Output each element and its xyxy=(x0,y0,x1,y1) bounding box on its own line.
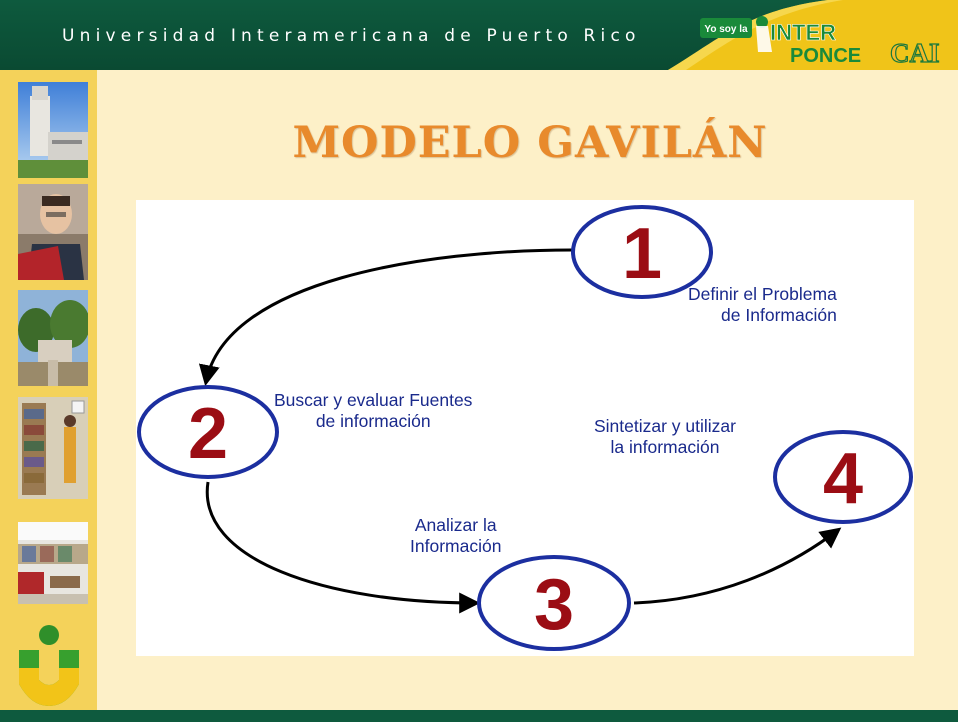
diagram-panel: 1 2 3 4 Definir el Problema de Informaci… xyxy=(136,200,914,656)
step-label-3-line-1: Analizar la xyxy=(414,515,497,535)
logo-inter: INTER xyxy=(770,20,836,45)
step-label-1-line-1: Definir el Problema xyxy=(688,284,837,304)
step-label-3: Analizar la Información xyxy=(410,515,501,557)
step-circle-4: 4 xyxy=(773,430,913,524)
university-u-logo xyxy=(19,625,79,706)
step-label-2: Buscar y evaluar Fuentes de información xyxy=(274,390,472,432)
step-label-1: Definir el Problema de Información xyxy=(688,284,837,326)
logo-cai: CAI xyxy=(890,38,940,68)
inter-ponce-cai-logo: Yo soy la INTER PONCE CAI xyxy=(700,16,940,68)
slide-title: MODELO GAVILÁN xyxy=(292,118,768,168)
step-label-4-line-2: la información xyxy=(610,437,720,457)
header-bar xyxy=(0,0,958,70)
footer-bar xyxy=(0,710,958,722)
university-name: Universidad Interamericana de Puerto Ric… xyxy=(62,26,641,46)
step-number-3: 3 xyxy=(534,565,574,645)
step-number-1: 1 xyxy=(622,214,662,294)
logo-tagline: Yo soy la xyxy=(704,24,748,35)
arrow-1-to-2 xyxy=(198,248,573,387)
gavilan-cycle-diagram: 1 2 3 4 xyxy=(137,205,913,651)
campus-building-photo xyxy=(18,82,88,178)
logo-ponce: PONCE xyxy=(790,45,861,67)
step-label-3-line-2: Información xyxy=(410,536,502,556)
library-stacks-photo xyxy=(18,397,88,499)
arrow-3-to-4 xyxy=(633,527,842,605)
step-number-4: 4 xyxy=(823,439,863,519)
step-label-1-line-2: de Información xyxy=(721,305,837,325)
step-label-2-line-1: Buscar y evaluar Fuentes xyxy=(274,390,473,410)
arrow-2-to-3 xyxy=(205,481,481,614)
campus-trees-photo xyxy=(18,290,88,386)
step-label-2-line-2: de información xyxy=(315,411,431,431)
library-interior-photo xyxy=(18,522,88,604)
step-circle-2: 2 xyxy=(137,385,279,479)
step-circle-1: 1 xyxy=(571,205,713,299)
step-label-4-line-1: Sintetizar y utilizar xyxy=(594,416,736,436)
student-reading-photo xyxy=(18,184,88,280)
step-number-2: 2 xyxy=(188,394,228,474)
header-gold-wave xyxy=(668,0,958,70)
step-circle-3: 3 xyxy=(477,555,631,651)
step-label-4: Sintetizar y utilizar la información xyxy=(594,416,736,458)
